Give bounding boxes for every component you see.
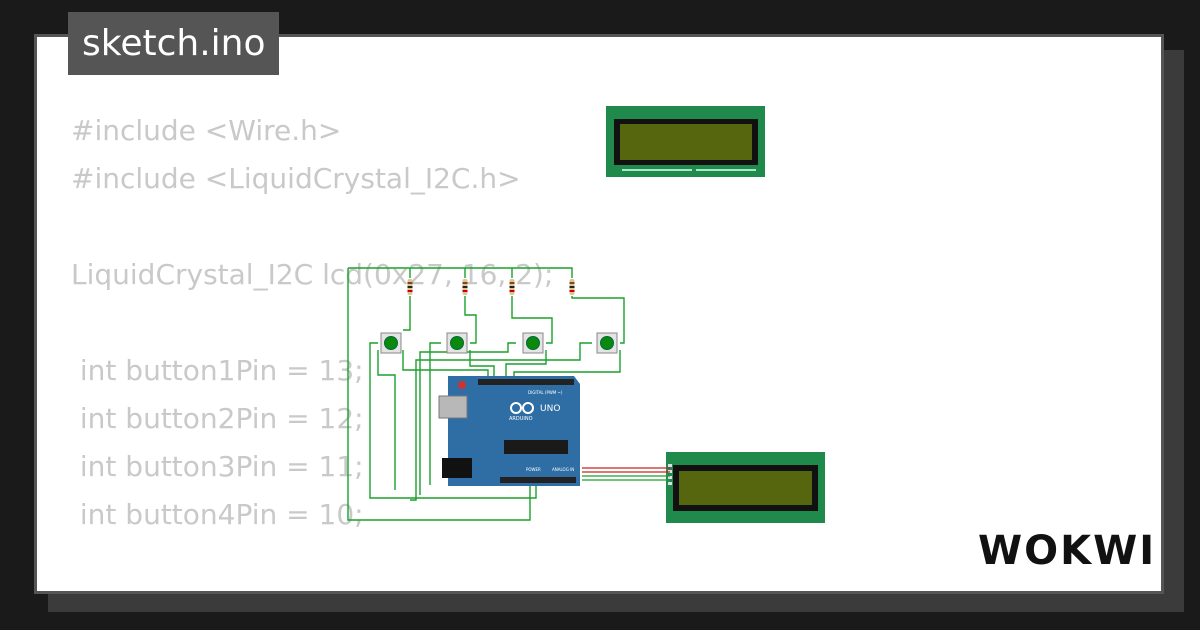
file-tab: sketch.ino: [68, 12, 280, 75]
code-line: LiquidCrystal_I2C lcd(0x27, 16, 2);: [71, 258, 554, 291]
code-line: #include <Wire.h>: [71, 114, 342, 147]
code-line: int button1Pin = 13;: [71, 354, 364, 387]
code-line: int button3Pin = 11;: [71, 450, 364, 483]
pushbuttons: [380, 332, 618, 354]
board-brand-label: ARDUINO: [509, 416, 533, 422]
code-line: int button2Pin = 12;: [71, 402, 364, 435]
code-preview: #include <Wire.h> #include <LiquidCrystal…: [71, 107, 554, 591]
board-model-label: UNO: [540, 404, 560, 414]
lcd-top: [606, 106, 765, 177]
wokwi-logo: WOKWI: [978, 528, 1157, 574]
board-power-header: POWER: [526, 467, 541, 472]
lcd-bottom: [666, 452, 825, 523]
preview-card: #include <Wire.h> #include <LiquidCrystal…: [34, 34, 1164, 594]
resistors: [407, 279, 575, 295]
arduino-uno-board: UNO ARDUINO DIGITAL (PWM ~) POWER ANALOG…: [438, 376, 580, 486]
board-digital-header: DIGITAL (PWM ~): [528, 390, 563, 395]
wires: [347, 267, 625, 521]
code-line: int button4Pin = 10;: [71, 498, 364, 531]
code-line: #include <LiquidCrystal_I2C.h>: [71, 162, 521, 195]
board-analog-header: ANALOG IN: [552, 467, 574, 472]
